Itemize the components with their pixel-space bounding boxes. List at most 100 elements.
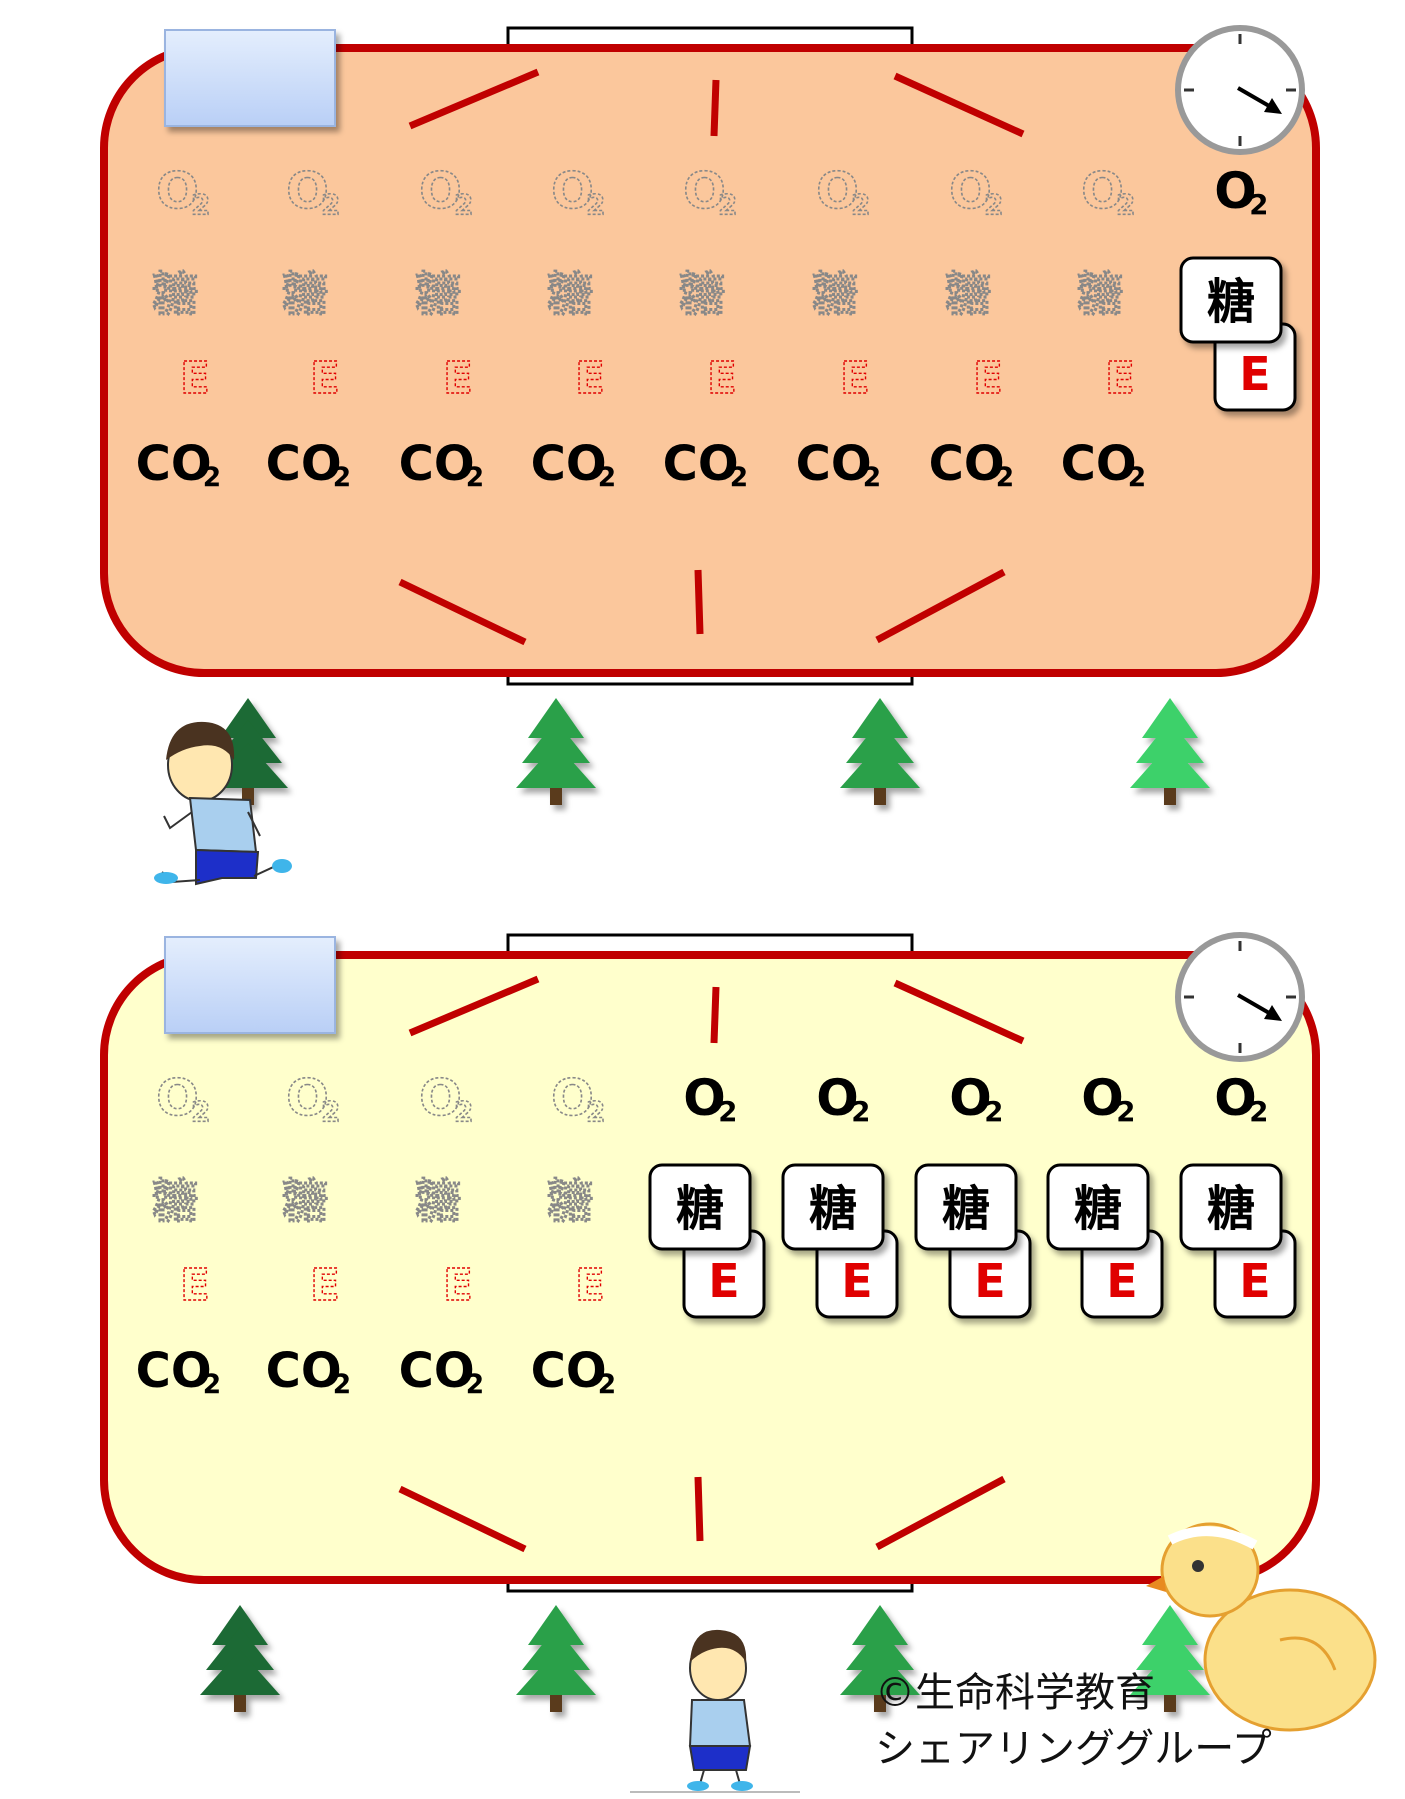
energy-card-text: E	[974, 1254, 1005, 1308]
copyright-line-2: シェアリンググループ	[875, 1726, 1272, 1772]
panel-running: O2糖ECO2O2糖ECO2O2糖ECO2O2糖ECO2O2糖ECO2O2糖EC…	[100, 25, 1320, 805]
co2-1-sub: 2	[203, 1369, 221, 1400]
energy-card-text: E	[1239, 1254, 1270, 1308]
co2-7: CO2	[929, 436, 1015, 493]
o2-8: O2	[1080, 161, 1136, 222]
co2-3-main: CO	[399, 436, 475, 492]
o2-6-main: O	[816, 1069, 859, 1127]
sugar-faded-4: 糖	[547, 1174, 593, 1228]
co2-1: CO2	[136, 1343, 222, 1400]
co2-2: CO2	[266, 1343, 352, 1400]
co2-3-sub: 2	[466, 462, 484, 493]
walking-boy-figure	[630, 1629, 800, 1793]
track-oval	[100, 44, 1320, 677]
tree-3	[840, 698, 920, 805]
tree-3	[840, 1605, 920, 1712]
energy-card-5: E	[682, 1229, 766, 1319]
boy-shorts	[195, 848, 260, 886]
boy-arm-back	[163, 811, 193, 830]
o2-5: O2	[683, 1069, 737, 1128]
sugar-card-9: 糖	[1179, 256, 1283, 344]
co2-4-main: CO	[531, 1343, 607, 1399]
o2-7: O2	[948, 161, 1004, 222]
sugar-faded-3: 糖	[415, 1174, 461, 1228]
energy-card-text: E	[708, 1254, 739, 1308]
o2-1-main: O	[156, 162, 199, 220]
sugar-card-text: 糖	[942, 1181, 990, 1237]
boy-shirt	[688, 1699, 752, 1747]
energy-faded-4: E	[575, 1260, 605, 1311]
o2-3-main: O	[419, 162, 462, 220]
o2-6: O2	[815, 161, 871, 222]
lane-mark-3	[893, 979, 1025, 1045]
energy-faded-2: E	[310, 1260, 340, 1311]
o2-6-sub: 2	[851, 1096, 870, 1128]
o2-2-sub: 2	[321, 1096, 340, 1128]
o2-3-main: O	[419, 1069, 462, 1127]
sugar-faded-1: 糖	[152, 267, 198, 321]
co2-6: CO2	[796, 436, 882, 493]
o2-9-main: O	[1214, 1069, 1257, 1127]
o2-7-main: O	[949, 1069, 992, 1127]
chick-head	[1160, 1522, 1260, 1618]
o2-2: O2	[285, 161, 341, 222]
sugar-faded-5: 糖	[679, 267, 725, 321]
sugar-faded-1: 糖	[152, 1174, 198, 1228]
o2-5-main: O	[683, 1069, 726, 1127]
energy-faded-3: E	[443, 353, 473, 404]
o2-2: O2	[285, 1068, 341, 1129]
sugar-card-box	[648, 1163, 752, 1251]
chick-mascot-figure	[1146, 1522, 1377, 1732]
o2-8-main: O	[1081, 162, 1124, 220]
co2-1-sub: 2	[203, 462, 221, 493]
o2-2-sub: 2	[321, 189, 340, 221]
o2-1: O2	[155, 1068, 211, 1129]
o2-9: O2	[1214, 1069, 1268, 1128]
o2-1-sub: 2	[191, 189, 210, 221]
copyright-notice: ©生命科学教育 シェアリンググループ	[875, 1665, 1272, 1777]
energy-card-text: E	[1106, 1254, 1137, 1308]
sugar-card-box	[1046, 1163, 1150, 1251]
tree-1	[200, 1605, 280, 1712]
energy-card-text: E	[1239, 347, 1270, 401]
o2-4-main: O	[551, 1069, 594, 1127]
energy-faded-8: E	[1105, 353, 1135, 404]
boy-shoe-left	[687, 1781, 709, 1791]
energy-faded-6: E	[840, 353, 870, 404]
o2-8-sub: 2	[1116, 189, 1135, 221]
label-box	[164, 29, 336, 127]
co2-1: CO2	[136, 436, 222, 493]
o2-7-sub: 2	[984, 189, 1003, 221]
chick-headband	[1167, 1526, 1258, 1550]
co2-7-main: CO	[929, 436, 1005, 492]
co2-6-main: CO	[796, 436, 872, 492]
co2-8-main: CO	[1061, 436, 1137, 492]
chick-beak	[1146, 1576, 1166, 1592]
sugar-card-text: 糖	[809, 1181, 857, 1237]
co2-3-sub: 2	[466, 1369, 484, 1400]
co2-4-main: CO	[531, 436, 607, 492]
boy-hair	[166, 721, 235, 760]
co2-5: CO2	[663, 436, 749, 493]
panel-walking: O2糖ECO2O2糖ECO2O2糖ECO2O2糖ECO2O2E糖O2E糖O2E糖…	[100, 932, 1320, 1712]
sugar-card-box	[1179, 256, 1283, 344]
copyright-line-1: ©生命科学教育	[875, 1670, 1155, 1716]
boy-shoe-front	[272, 859, 292, 873]
sugar-card-box	[914, 1163, 1018, 1251]
co2-2-main: CO	[266, 1343, 342, 1399]
o2-9: O2	[1214, 162, 1268, 221]
o2-9-sub: 2	[1249, 1096, 1268, 1128]
co2-2-main: CO	[266, 436, 342, 492]
boy-shorts	[688, 1745, 752, 1771]
co2-7-sub: 2	[996, 462, 1014, 493]
o2-3-sub: 2	[454, 1096, 473, 1128]
co2-8: CO2	[1061, 436, 1147, 493]
lane-mark-2	[710, 986, 720, 1044]
o2-6-sub: 2	[851, 189, 870, 221]
chick-eye	[1192, 1560, 1204, 1572]
lane-mark-2	[710, 79, 720, 137]
lane-mark-5	[694, 1476, 704, 1542]
lane-mark-1	[408, 68, 540, 130]
co2-6-sub: 2	[863, 462, 881, 493]
co2-1-main: CO	[136, 1343, 212, 1399]
